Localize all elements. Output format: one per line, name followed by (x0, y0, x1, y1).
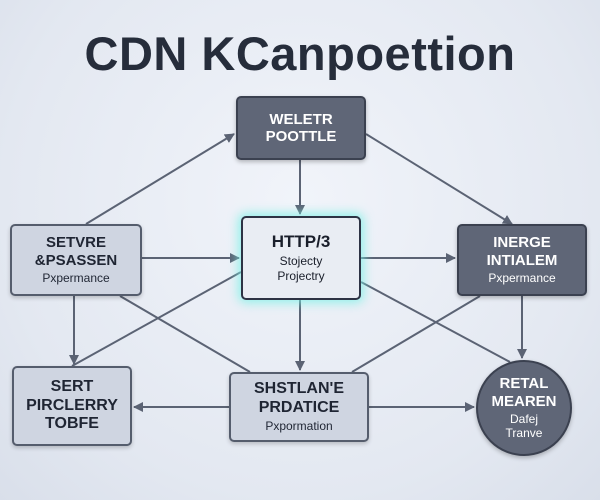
edge-center-to-bottom-left (71, 271, 242, 367)
node-top: WELETR POOTTLE (236, 96, 366, 160)
edge-left-to-top (85, 133, 235, 225)
edge-right-to-bottom-center (351, 295, 481, 373)
edge-left-to-bottom-center (119, 295, 251, 373)
node-center-sub-1: Stojecty (279, 253, 323, 268)
node-right-sub: Pxpermance (488, 270, 556, 285)
node-bottom-center-line-2: PRDATICE (258, 398, 340, 416)
node-bottom-center: SHSTLAN'E PRDATICE Pxpormation (229, 372, 369, 442)
node-right: INERGE INTIALEM Pxpermance (457, 224, 587, 296)
node-right-line-2: INTIALEM (486, 251, 558, 269)
node-bottom-left-line-1: SERT (50, 378, 94, 396)
edge-top-to-right (365, 133, 513, 225)
node-bottom-right: RETAL MEAREN Dafej Tranve (476, 360, 572, 456)
node-bottom-left-line-3: TOBFE (45, 415, 99, 433)
node-left: SETVRE &PSASSEN Pxpermance (10, 224, 142, 296)
node-bottom-right-sub-1: Dafej (509, 411, 538, 426)
node-bottom-right-line-2: MEAREN (491, 392, 557, 410)
node-right-line-1: INERGE (493, 234, 551, 252)
node-bottom-left: SERT PIRCLERRY TOBFE (12, 366, 132, 446)
edge-center-to-bottom-right (360, 281, 511, 363)
node-left-line-2: &PSASSEN (34, 251, 118, 269)
node-bottom-left-line-2: PIRCLERRY (26, 396, 118, 414)
node-left-sub: Pxpermance (42, 270, 110, 285)
node-center-sub-2: Projectry (277, 268, 325, 283)
node-bottom-right-sub-2: Tranve (505, 425, 543, 440)
node-center-line-1: HTTP/3 (271, 232, 331, 252)
node-left-line-1: SETVRE (45, 234, 106, 252)
node-top-line-2: POOTTLE (265, 128, 337, 145)
node-center: HTTP/3 Stojecty Projectry (241, 216, 361, 300)
node-top-line-1: WELETR (269, 110, 333, 128)
node-bottom-center-sub: Pxpormation (265, 418, 333, 433)
node-bottom-right-line-1: RETAL (499, 375, 549, 393)
diagram-title: CDN KCanpoettion (84, 27, 516, 80)
node-bottom-center-line-1: SHSTLAN'E (253, 380, 345, 398)
